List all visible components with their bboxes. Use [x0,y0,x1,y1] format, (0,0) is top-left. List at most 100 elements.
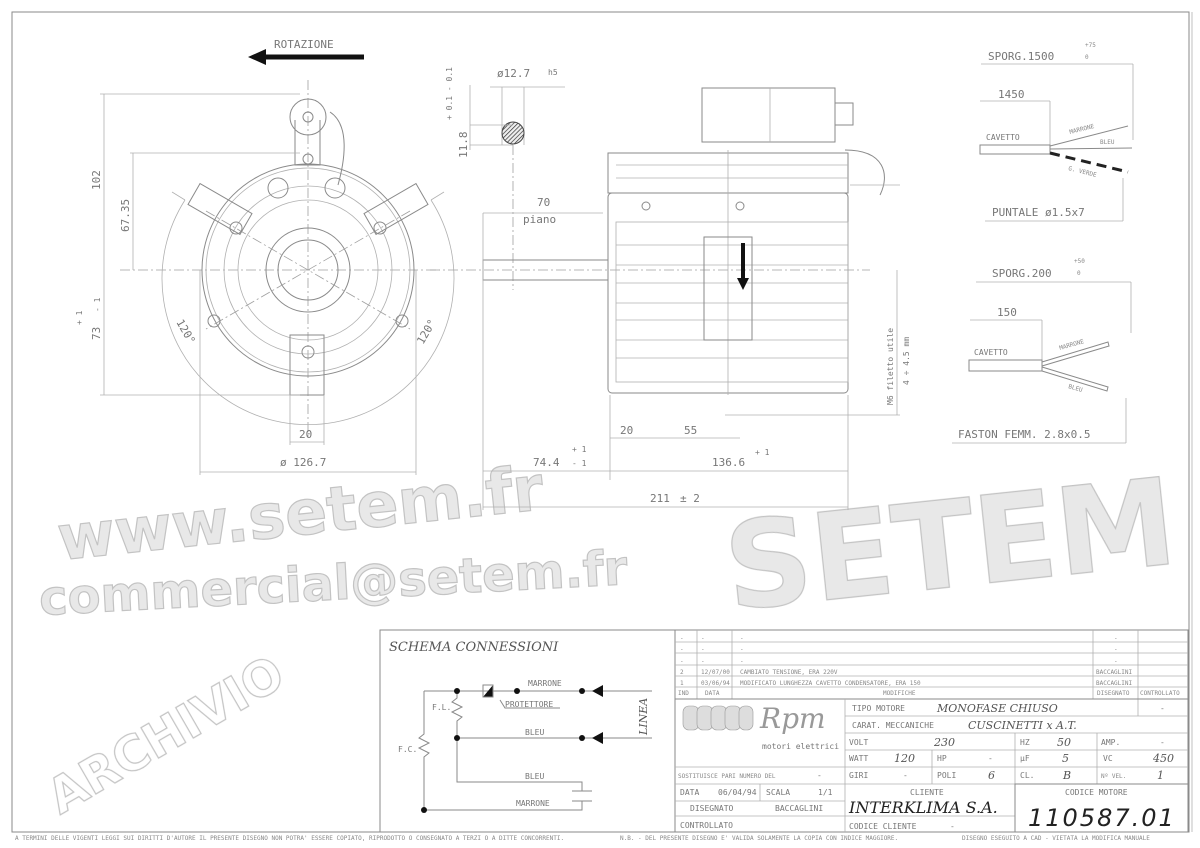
cable-cap-label: CAVETTO [974,348,1008,357]
revision-drawn: BACCAGLINI [1096,669,1133,676]
schema-cap-wire-1: BLEU [525,772,544,781]
hz-label: HZ [1020,738,1030,747]
cable-main-sporg: SPORG.1500 [988,50,1054,63]
front-view: ROTAZIONE 102 67.35 [75,38,455,475]
cable-main: SPORG.1500 +75 0 1450 CAVETTO MARRONE BL… [979,42,1134,222]
amp: - [1160,738,1165,747]
revision-row: ---- [680,635,1118,642]
flat-label: piano [523,213,556,226]
label-plate [703,236,753,341]
rpm-logo: Rpm motori elettrici [682,702,839,751]
cl: B [1062,769,1071,782]
shaft-section-icon [501,121,525,145]
cable-cap-terminal: FASTON FEMM. 2.8x0.5 [958,428,1090,441]
revision-ind: - [680,658,684,665]
footer-copyright: A TERMINI DELLE VIGENTI LEGGI SUI DIRITT… [15,835,564,842]
date-label: DATA [680,788,699,797]
watt: 120 [894,752,915,765]
thread-depth: 4 ÷ 4.5 mm [902,337,911,385]
schema-wire-mid: BLEU [525,728,544,737]
dim-foot-width: 20 [299,428,312,441]
giri-label: GIRI [849,771,868,780]
poli: 6 [988,769,995,782]
rev-header-ind: IND [678,690,689,697]
rotation-label: ROTAZIONE [274,38,334,51]
logo-name: Rpm [759,702,826,735]
replaces-label: SOSTITUISCE PARI NUMERO DEL [678,773,776,780]
revision-date: - [701,658,705,665]
hp: - [988,754,993,763]
cable-main-tol-plus: +75 [1085,42,1096,49]
drawn-label: DISEGNATO [690,804,734,813]
dim-73: 73 [90,327,103,340]
shaft-flat-tol: + 0.1 - 0.1 [445,67,454,120]
scale-label: SCALA [766,788,790,797]
motor-type-label: TIPO MOTORE [852,704,905,713]
uf-label: µF [1020,754,1030,763]
cable-main-wire-2: BLEU [1100,139,1115,146]
rev-header-date: DATA [705,690,720,697]
watermarks: ARCHIVIO www.setem.fr SETEM commercial@s… [37,451,1183,826]
cable-cap-inner: 150 [997,306,1017,319]
replaces: - [817,771,822,780]
motor-type-extra: - [1160,704,1165,713]
title-block: Rpm motori elettrici TIPO MOTORE MONOFAS… [675,699,1189,833]
cable-main-terminal: PUNTALE ø1.5x7 [992,206,1085,219]
dim-74-4: 74.4 [533,456,560,469]
dim-67-35: 67.35 [119,199,132,232]
date: 06/04/94 [718,788,757,797]
vc: 450 [1152,752,1174,765]
footer-note: N.B. - DEL PRESENTE DISEGNO E' VALIDA SO… [620,835,898,842]
rev-header-desc: MODIFICHE [883,690,916,697]
scale: 1/1 [818,788,833,797]
connection-schema: SCHEMA CONNESSIONI MARRONE PROTETTORE BL… [379,629,676,833]
hp-label: HP [937,754,947,763]
revision-ind: - [680,635,684,642]
revision-drawn: - [1114,646,1118,653]
cable-cap-wire-2: BLEU [1067,383,1083,394]
revision-drawn: BACCAGLINI [1096,680,1133,687]
dim-73-tol-plus: + 1 [75,310,84,325]
poli-label: POLI [937,771,956,780]
uf: 5 [1062,752,1069,765]
schema-line: LINEA [637,698,650,736]
hz: 50 [1057,736,1071,749]
revision-row: ---- [680,646,1118,653]
shaft-section: ø12.7 h5 11.8 + 0.1 - 0.1 [445,67,565,290]
client-name: INTERKLIMA S.A. [848,798,998,817]
mech-label: CARAT. MECCANICHE [852,721,934,730]
cable-capacitor: SPORG.200 +50 0 150 CAVETTO MARRONE BLEU… [952,258,1132,444]
side-view: 70 piano 20 55 74.4 + 1 - 1 136.6 + 1 21… [430,87,911,510]
revision-desc: - [740,635,744,642]
checked-label: CONTROLLATO [680,821,733,830]
revision-desc: CAMBIATO TENSIONE, ERA 220V [740,669,838,676]
schema-protector: PROTETTORE [505,700,553,709]
vc-label: VC [1103,754,1113,763]
revision-date: - [701,646,705,653]
revision-ind: 1 [680,680,684,687]
dim-55: 55 [684,424,697,437]
client-code: - [950,822,955,831]
volt: 230 [933,736,955,749]
schema-cap-wire-2: MARRONE [516,799,550,808]
schema-wire-top: MARRONE [528,679,562,688]
cable-cap-tol-minus: 0 [1077,270,1081,277]
client-label: CLIENTE [910,788,944,797]
revision-desc: MODIFICATO LUNGHEZZA CAVETTO CONDENSATOR… [740,680,921,687]
cable-main-wire-3: G. VERDE [1068,165,1098,179]
mech: CUSCINETTI x A.T. [968,719,1077,732]
nvel-label: Nº VEL. [1101,773,1126,780]
cable-main-tol-minus: 0 [1085,54,1089,61]
volt-label: VOLT [849,738,868,747]
revision-drawn: - [1114,635,1118,642]
dim-total-tol: ± 2 [680,492,700,505]
revision-row: ---- [680,658,1118,665]
dim-102: 102 [90,170,103,190]
drawn: BACCAGLINI [775,804,823,813]
motor-code-label: CODICE MOTORE [1065,788,1128,797]
revision-date: - [701,635,705,642]
